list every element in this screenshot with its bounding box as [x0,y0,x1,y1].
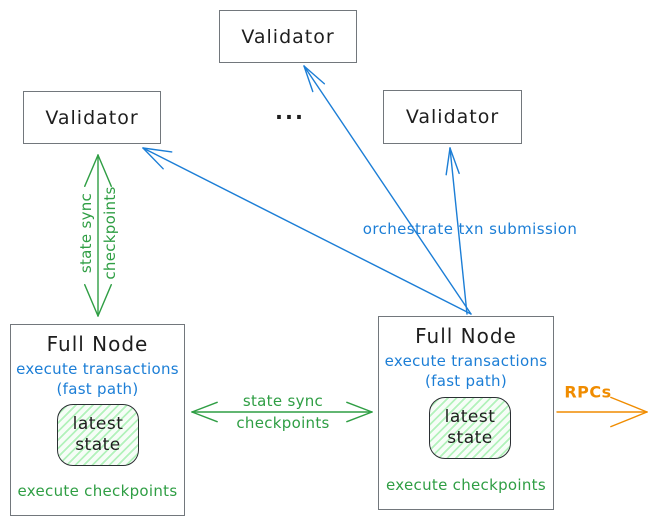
state-sync-horizontal-label-line2: checkpoints [236,414,330,432]
fullnode-left-title: Full Node [46,332,149,356]
fullnode-right-checkpoints-text: execute checkpoints [386,476,546,494]
fullnode-left-checkpoints-text: execute checkpoints [17,482,178,500]
validator-right-box: Validator [383,90,522,144]
orchestrate-txn-submission-label: orchestrate txn submission [362,220,578,238]
fullnode-right-latest-state-box: latest state [429,397,511,459]
state-sync-horizontal-label-line1: state sync [242,392,324,410]
fullnode-left-latest-state-box: latest state [57,404,139,466]
fullnode-left-blue-line1: execute transactions [16,360,179,378]
validator-left-box: Validator [23,91,161,144]
fullnode-left-fastpath-text: execute transactions (fast path) [11,359,184,399]
fullnode-right-title: Full Node [415,324,517,348]
validator-left-label: Validator [45,106,139,129]
fullnode-right-blue-line2: (fast path) [424,372,508,390]
latest-state-line1: latest [72,414,124,434]
validator-top-label: Validator [241,25,335,48]
latest-state-line2: state [75,435,121,455]
state-sync-vertical-label-line2: checkpoints [101,186,119,280]
fullnode-left-box: Full Node execute transactions (fast pat… [10,324,185,516]
latest-state-line2: state [447,428,493,448]
validator-top-box: Validator [219,10,357,63]
state-sync-vertical-label-line1: state sync [77,192,95,274]
latest-state-line1: latest [444,407,496,427]
validators-ellipsis: ... [275,100,305,124]
fullnode-right-box: Full Node execute transactions (fast pat… [378,316,554,510]
rpcs-label: RPCs [564,382,612,402]
fullnode-right-blue-line1: execute transactions [384,352,548,370]
fullnode-right-fastpath-text: execute transactions (fast path) [379,351,553,391]
fullnode-left-blue-line2: (fast path) [56,380,139,398]
validator-right-label: Validator [405,106,500,128]
